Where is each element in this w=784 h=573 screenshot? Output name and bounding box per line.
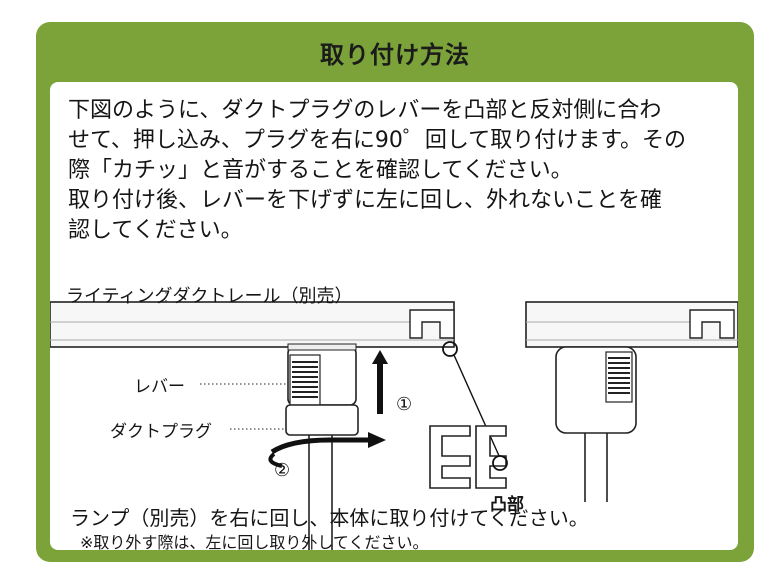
rotate-arrow-icon <box>268 432 386 468</box>
installation-card: 取り付け方法 下図のように、ダクトプラグのレバーを凸部と反対側に合わ せて、押し… <box>36 22 754 562</box>
instruction-line: せて、押し込み、プラグを右に90゜回して取り付けます。その <box>68 128 687 153</box>
instruction-text: 下図のように、ダクトプラグのレバーを凸部と反対側に合わ せて、押し込み、プラグを… <box>68 96 736 246</box>
callout-leader <box>453 354 501 459</box>
callout-circle-detail <box>492 455 508 471</box>
instruction-line: 取り付け後、レバーを下げずに左に回し、外れないことを確 <box>68 188 663 213</box>
lamp-install-note: ランプ（別売）を右に回し、本体に取り付けてください。 <box>70 506 589 530</box>
content-panel: 下図のように、ダクトプラグのレバーを凸部と反対側に合わ せて、押し込み、プラグを… <box>50 82 738 552</box>
plug-label: ダクトプラグ <box>110 422 212 442</box>
card-title: 取り付け方法 <box>320 40 470 69</box>
duct-rail-left <box>50 301 455 348</box>
duct-plug-right <box>555 346 637 502</box>
lever-label: レバー <box>134 377 185 397</box>
installation-diagram <box>50 292 738 550</box>
instruction-line: 下図のように、ダクトプラグのレバーを凸部と反対側に合わ <box>68 98 662 123</box>
rail-label: ライティングダクトレール（別売） <box>66 286 353 307</box>
step-1-marker: ① <box>396 394 413 415</box>
instruction-line: 認してください。 <box>68 218 243 243</box>
push-arrow-icon <box>372 350 388 414</box>
step-2-marker: ② <box>274 460 291 481</box>
cropped-top-text <box>60 0 120 6</box>
instruction-line: 際「カチッ」と音がすることを確認してください。 <box>68 158 573 183</box>
rail-cross-section <box>429 425 507 489</box>
convex-part-label: 凸部 <box>490 495 524 515</box>
removal-note: ※取り外す際は、左に回し取り外してください。 <box>80 533 429 552</box>
duct-plug-left <box>285 343 359 550</box>
callout-circle-small <box>442 341 458 357</box>
duct-rail-right <box>525 301 738 348</box>
